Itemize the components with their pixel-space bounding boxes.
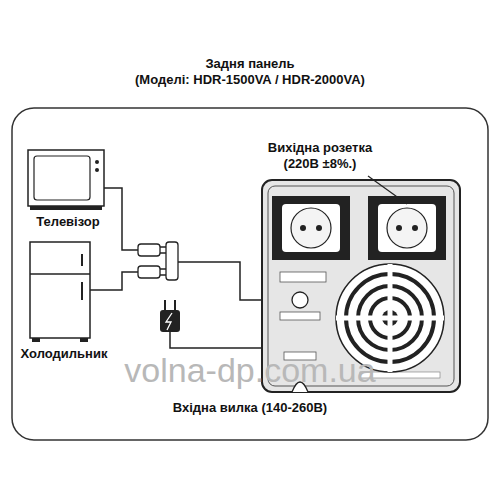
watermark: volna-dp.com.ua <box>20 350 480 391</box>
diagram-title: Задня панель <box>0 56 500 71</box>
subtitle: (Моделі: HDR-1500VA / HDR-2000VA) <box>0 72 500 88</box>
appliance-label: Телевізор <box>10 214 126 229</box>
leader-line <box>368 176 407 204</box>
appliance-plugs <box>138 242 178 280</box>
appliance: Телевізор <box>10 214 126 229</box>
appliance-label: Холодильник <box>4 346 124 361</box>
frame <box>12 108 488 440</box>
appliance: Холодильник <box>4 346 124 361</box>
callout-label: Вихідна розетка (220В ±8%.) <box>255 140 385 171</box>
fridge-icon <box>30 242 90 342</box>
callout-label: Вхідна вилка (140-260В) <box>100 400 400 416</box>
tv-icon <box>28 150 104 210</box>
